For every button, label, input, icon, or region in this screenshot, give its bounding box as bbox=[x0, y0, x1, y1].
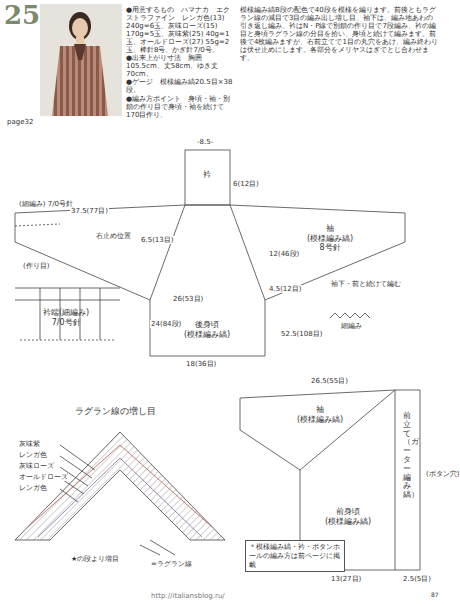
instruction-text: ●ゲージ 模様編み縞20.5目×38段。 bbox=[126, 78, 234, 94]
dimension-label: (ボタン穴) bbox=[425, 470, 460, 478]
piece-text: (模様編み縞) bbox=[184, 330, 230, 340]
path-stroke bbox=[15, 432, 225, 540]
dimension-label: 12(46段) bbox=[268, 250, 300, 258]
dimension-label: 52.5(108目) bbox=[280, 330, 323, 338]
dimension-label: 灰味紫 bbox=[18, 440, 41, 448]
piece-text: 衿端(細編み) bbox=[43, 308, 89, 318]
dimension-label: 26.5(55目) bbox=[310, 377, 349, 385]
ellipse-stroke bbox=[72, 18, 88, 38]
piece-text: 袖 bbox=[297, 405, 343, 415]
dimension-label: =ラグラン線 bbox=[150, 560, 193, 568]
dimension-label: 18(36目) bbox=[185, 360, 217, 368]
dimension-label: 2.5(5目) bbox=[402, 575, 432, 583]
path-stroke bbox=[140, 540, 175, 555]
piece-text: 衿 bbox=[203, 170, 211, 180]
dimension-label: 6.5(13目) bbox=[140, 236, 175, 244]
path-stroke bbox=[185, 205, 230, 206]
piece-text: (模様編み縞) bbox=[307, 234, 353, 244]
piece-text: (模様編み縞) bbox=[297, 415, 343, 425]
path-stroke bbox=[300, 390, 395, 470]
dimension-label: 13(27目) bbox=[330, 575, 362, 583]
materials-column: ●用意するもの ハマナカ エクストラファイン レンガ色(13) 240g=6玉、… bbox=[126, 6, 234, 119]
dimension-label: (細編み) 7/0号針 bbox=[18, 200, 74, 208]
dimension-label: 37.5(77目) bbox=[70, 207, 109, 215]
rect-stroke bbox=[185, 150, 230, 205]
instruction-text: ●用意するもの ハマナカ エクストラファイン レンガ色(13) 240g=6玉、… bbox=[126, 6, 234, 54]
piece-text: 後身頃 bbox=[184, 320, 230, 330]
note-box: ＊模様編み縞・衿・ボタンホールの編み方は前ページに掲載 bbox=[245, 540, 345, 572]
path-stroke bbox=[28, 445, 212, 527]
path-stroke bbox=[74, 44, 86, 60]
dimension-label: (作り目) bbox=[22, 262, 50, 270]
piece-label: 袖(模様編み縞) bbox=[294, 403, 346, 426]
dimension-label: -8.5- bbox=[196, 138, 214, 146]
dimension-label: 細編み bbox=[340, 322, 363, 330]
instruction-text: ●出来上がり寸法 胸囲105.5cm、丈58cm、ゆき丈70cm。 bbox=[126, 54, 234, 78]
ellipse-stroke bbox=[69, 12, 91, 40]
dimension-label: http://italiansblog.ru/ bbox=[150, 592, 226, 600]
path-stroke bbox=[240, 390, 395, 570]
path-stroke bbox=[150, 300, 265, 356]
dimension-label: 24(84段) bbox=[150, 320, 182, 328]
path-stroke bbox=[38, 458, 202, 537]
dimension-label: page32 bbox=[6, 118, 34, 126]
path-stroke bbox=[15, 288, 120, 340]
piece-text: ラグラン線の増し目 bbox=[75, 406, 156, 416]
path-stroke bbox=[15, 224, 60, 226]
piece-text: 7/0号針 bbox=[43, 318, 89, 328]
piece-text: 前立て（ガーター編み縞） bbox=[403, 412, 411, 500]
path-stroke bbox=[15, 205, 185, 300]
dimension-label: レンガ色 bbox=[18, 451, 48, 459]
piece-text: 袖 bbox=[307, 224, 353, 234]
path-stroke bbox=[230, 205, 405, 300]
path-stroke bbox=[20, 340, 115, 341]
dimension-label: 26(53目) bbox=[172, 295, 204, 303]
pattern-number: 25 bbox=[4, 0, 40, 30]
piece-label: 後身頃(模様編み縞) bbox=[181, 318, 233, 341]
piece-text: 前身頃 bbox=[325, 507, 371, 517]
instruction-text: ●編み方ポイント 身頃・袖・別鎖の作り目で身頃・袖を続けて170目作り、 bbox=[126, 95, 234, 119]
path-stroke bbox=[395, 390, 420, 570]
dimension-label: 右止め位置 bbox=[95, 232, 132, 240]
dimension-label: レンガ色 bbox=[18, 484, 48, 492]
piece-label: 衿 bbox=[200, 168, 214, 182]
dimension-label: 袖下・前と続けて編む bbox=[330, 280, 402, 288]
dimension-label: 6(12目) bbox=[232, 180, 260, 188]
piece-label: ラグラン線の増し目 bbox=[72, 404, 159, 418]
dimension-label: 4.5(12目) bbox=[268, 285, 303, 293]
piece-label: 袖(模様編み縞)8号針 bbox=[304, 222, 356, 255]
instructions-column: 模様編み縞B段の配色で40段を模様を編ります。前後ともラグラン線の減目で3目の編… bbox=[240, 6, 440, 62]
g-stroke bbox=[15, 150, 420, 570]
instruction-text: 模様編み縞B段の配色で40段を模様を編ります。前後ともラグラン線の減目で3目の編… bbox=[240, 6, 440, 62]
piece-text: 8号針 bbox=[307, 243, 353, 253]
rect-stroke bbox=[40, 4, 122, 116]
dimension-label: オールドローズ bbox=[18, 473, 69, 481]
dimension-label: ★の段より増目 bbox=[70, 555, 120, 563]
dimension-label: 灰味ローズ bbox=[18, 462, 55, 470]
piece-text: (模様編み縞) bbox=[325, 517, 371, 527]
dimension-label: 87 bbox=[430, 592, 440, 599]
rect-stroke bbox=[76, 37, 84, 44]
piece-label: 衿端(細編み)7/0号針 bbox=[40, 306, 92, 329]
piece-text: ＊模様編み縞・衿・ボタンホールの編み方は前ページに掲載 bbox=[249, 543, 341, 569]
piece-label: 前立て（ガーター編み縞） bbox=[400, 410, 414, 502]
path-stroke bbox=[330, 313, 370, 318]
piece-label: 前身頃(模様編み縞) bbox=[322, 505, 374, 528]
